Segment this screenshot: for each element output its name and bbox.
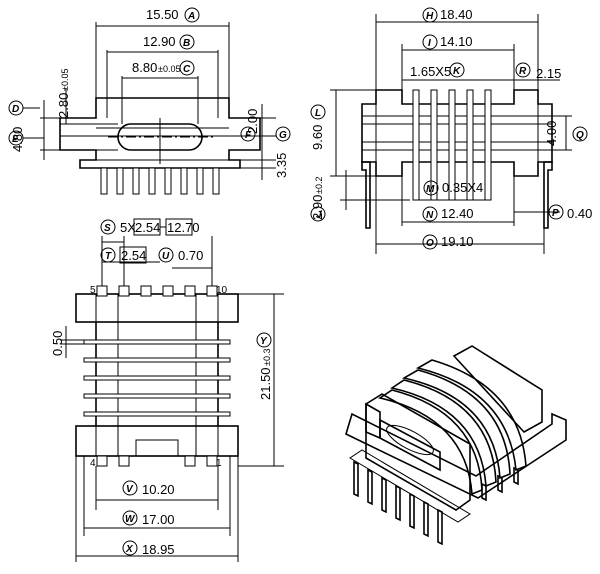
svg-text:T: T — [105, 251, 112, 262]
bubble-c: C — [179, 60, 195, 76]
front-view-bottom-pins — [96, 455, 218, 467]
dim-m-value: 0.35X4 — [442, 180, 483, 195]
bubble-l: L — [310, 104, 326, 120]
svg-text:W: W — [125, 514, 136, 525]
bubble-j: J — [310, 206, 326, 222]
svg-text:B: B — [183, 38, 190, 49]
svg-text:A: A — [187, 11, 195, 22]
bubble-s: S — [100, 219, 116, 235]
dim-h-value: 18.40 — [440, 7, 473, 22]
svg-text:F: F — [245, 130, 252, 141]
bubble-u: U — [158, 247, 174, 263]
dim-y-value: 21.50 — [258, 367, 273, 400]
pin-label-right-top: 10 — [216, 285, 228, 296]
pin-label-right-bottom: 1 — [216, 458, 222, 469]
svg-text:Y: Y — [260, 336, 268, 347]
svg-text:U: U — [162, 251, 170, 262]
dim-slot-value: 0.50 — [50, 331, 65, 356]
bubble-p: P — [548, 204, 564, 220]
dim-y-tol: ±0.3 — [262, 349, 272, 366]
svg-text:H: H — [426, 11, 434, 22]
bubble-h: H — [422, 7, 438, 23]
svg-text:D: D — [12, 104, 19, 115]
svg-text:J: J — [316, 210, 322, 221]
svg-text:C: C — [183, 64, 191, 75]
bubble-x: X — [122, 540, 138, 556]
dim-s-prefix: 5X — [120, 220, 136, 235]
dim-d-label: 2.80 ±0.05 — [56, 69, 71, 118]
front-view-top-pins — [96, 285, 218, 297]
side-view: H 18.40 I 14.10 1.65X5 K R 2.15 L 9.60 4… — [310, 7, 592, 254]
bubble-d: D — [8, 100, 24, 116]
svg-text:G: G — [279, 130, 287, 141]
bubble-w: W — [122, 510, 138, 526]
dim-k-value: 1.65X5 — [410, 64, 451, 79]
isometric-view — [345, 345, 567, 546]
svg-text:V: V — [126, 484, 134, 495]
dim-d-tol: ±0.05 — [60, 69, 70, 91]
dim-j-tol: ±0.2 — [314, 177, 324, 194]
dim-u-value: 0.70 — [178, 248, 203, 263]
dim-w-value: 17.00 — [142, 512, 175, 527]
dim-l-value: 9.60 — [310, 125, 325, 150]
dim-t-value: 2.54 — [121, 248, 146, 263]
dim-i-value: 14.10 — [440, 34, 473, 49]
svg-text:N: N — [426, 210, 434, 221]
pin-label-left-top: 5 — [90, 285, 96, 296]
bubble-f: F — [240, 126, 256, 142]
side-view-flanges — [412, 89, 492, 201]
svg-text:R: R — [519, 66, 527, 77]
dim-o-value: 19.10 — [441, 234, 474, 249]
bubble-t: T — [100, 247, 116, 263]
dim-q-value: 4.00 — [544, 121, 559, 146]
bubble-v: V — [122, 480, 138, 496]
dim-v-value: 10.20 — [142, 482, 175, 497]
top-view-pins — [100, 167, 220, 195]
bubble-n: N — [422, 206, 438, 222]
front-view-fins — [83, 339, 231, 417]
bubble-q: Q — [572, 126, 588, 142]
dim-y-label: 21.50 ±0.3 — [258, 349, 273, 400]
dim-s-value2: 12.70 — [167, 220, 200, 235]
bubble-o: O — [422, 234, 438, 250]
dim-c-value: 8.80 — [132, 60, 157, 75]
dim-x-value: 18.95 — [142, 542, 175, 557]
svg-text:S: S — [104, 223, 111, 234]
bubble-m: M — [423, 180, 439, 196]
bubble-a: A — [184, 7, 200, 23]
svg-text:X: X — [125, 544, 134, 555]
dim-r-value: 2.15 — [536, 66, 561, 81]
bubble-g: G — [275, 126, 291, 142]
front-view: S 5X 2.54 12.70 T 2.54 U 0.70 5 10 4 1 0… — [50, 218, 284, 562]
dim-d-value: 2.80 — [56, 93, 71, 118]
svg-text:K: K — [453, 66, 461, 77]
svg-text:Q: Q — [576, 130, 584, 141]
dim-n-value: 12.40 — [441, 206, 474, 221]
dim-b-value: 12.90 — [143, 34, 176, 49]
svg-text:E: E — [12, 134, 19, 145]
top-view: 15.50 A 12.90 B 8.80 ±0.05 C 2.80 ±0.05 … — [8, 7, 291, 195]
pin-label-left-bottom: 4 — [90, 458, 96, 469]
bubble-y: Y — [256, 332, 272, 348]
dim-a-value: 15.50 — [146, 7, 179, 22]
svg-text:I: I — [428, 38, 431, 49]
bubble-r: R — [515, 62, 531, 78]
bubble-b: B — [179, 34, 195, 50]
svg-text:O: O — [426, 238, 434, 249]
svg-text:L: L — [315, 108, 321, 119]
dim-f-value: 2.00 — [245, 109, 260, 134]
bubble-k: K — [449, 62, 465, 78]
svg-text:P: P — [552, 208, 559, 219]
dim-p-value: 0.40 — [567, 206, 592, 221]
dim-c-tol: ±0.05 — [158, 64, 180, 74]
dim-s-value: 2.54 — [135, 220, 160, 235]
dim-g-value: 3.35 — [274, 153, 289, 178]
bubble-i: I — [422, 34, 438, 50]
svg-text:M: M — [426, 184, 435, 195]
isometric-side-pins — [481, 466, 519, 502]
